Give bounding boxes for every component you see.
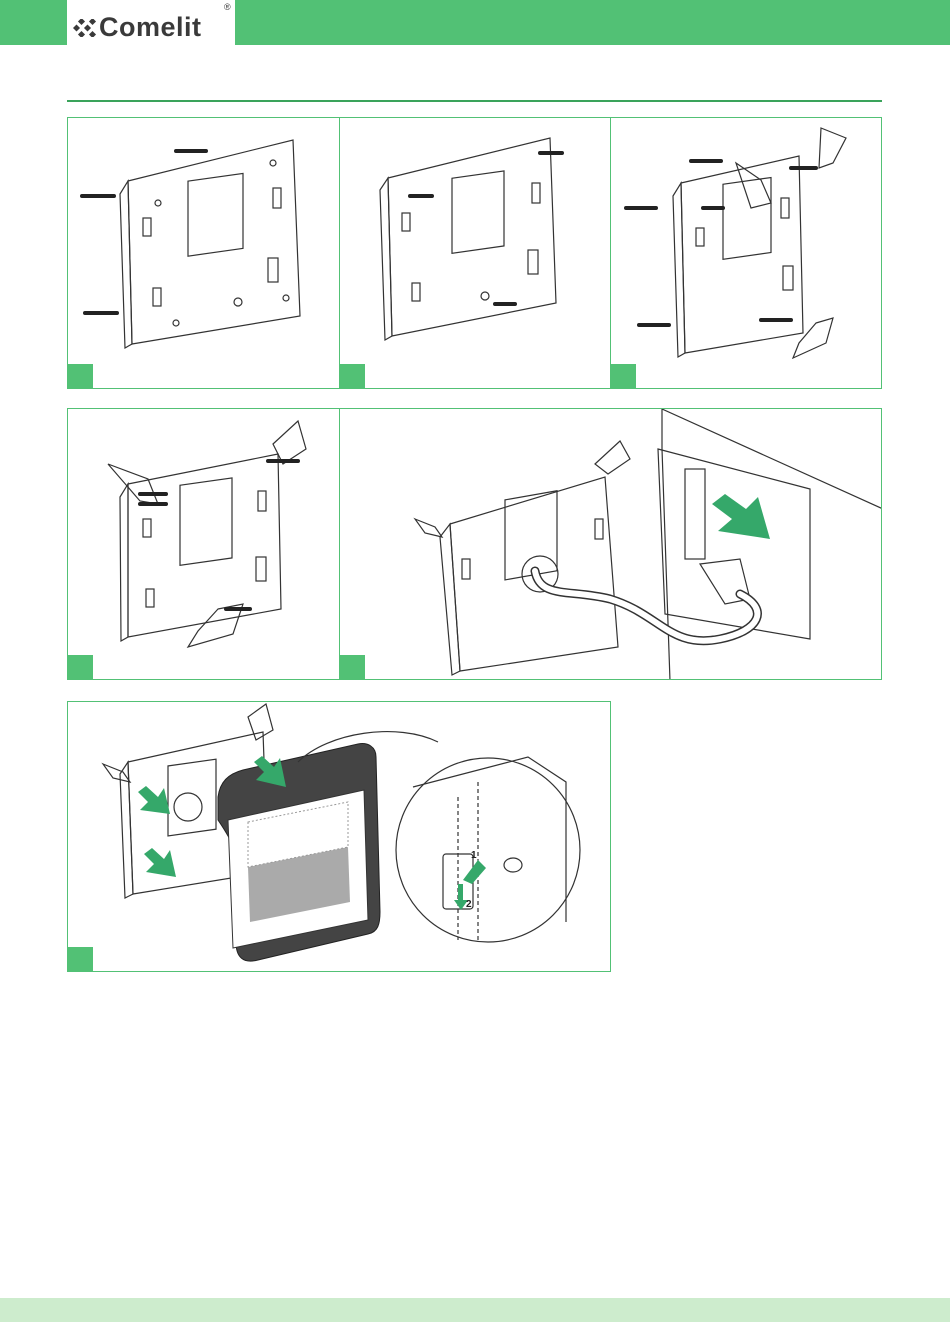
step-tag [68, 947, 93, 971]
step-tag [68, 364, 93, 388]
detail-label-2: 2 [466, 899, 472, 910]
wall-plate-screws-icon [68, 118, 340, 389]
step-tag [68, 655, 93, 679]
detail-label-1: 1 [471, 850, 477, 861]
step-tag [340, 364, 365, 388]
figure-panel-4 [67, 408, 340, 680]
push-arrow-icon [144, 848, 176, 877]
figure-panel-1 [67, 117, 340, 389]
wall-plate-clips-fitted-icon [68, 409, 340, 680]
brand-logo: Comelit ® [67, 0, 235, 45]
registered-mark: ® [224, 2, 231, 12]
figure-panel-6: 1 2 [67, 701, 611, 972]
figure-panel-5 [339, 408, 882, 680]
monitor-mount-icon: 1 2 [68, 702, 611, 972]
figure-panel-2 [339, 117, 611, 389]
insert-arrow-icon [712, 494, 770, 539]
footer-bar [0, 1298, 950, 1322]
step-tag [340, 655, 365, 679]
wall-plate-clips-icon [611, 118, 882, 389]
wall-plate-screwed-icon [340, 118, 611, 389]
cable-connection-icon [340, 409, 882, 680]
brand-name: Comelit [99, 12, 202, 42]
push-arrow-icon [138, 786, 170, 814]
comelit-diamond-icon [73, 19, 99, 37]
step-tag [611, 364, 636, 388]
figure-panel-3 [610, 117, 882, 389]
section-divider [67, 100, 882, 102]
